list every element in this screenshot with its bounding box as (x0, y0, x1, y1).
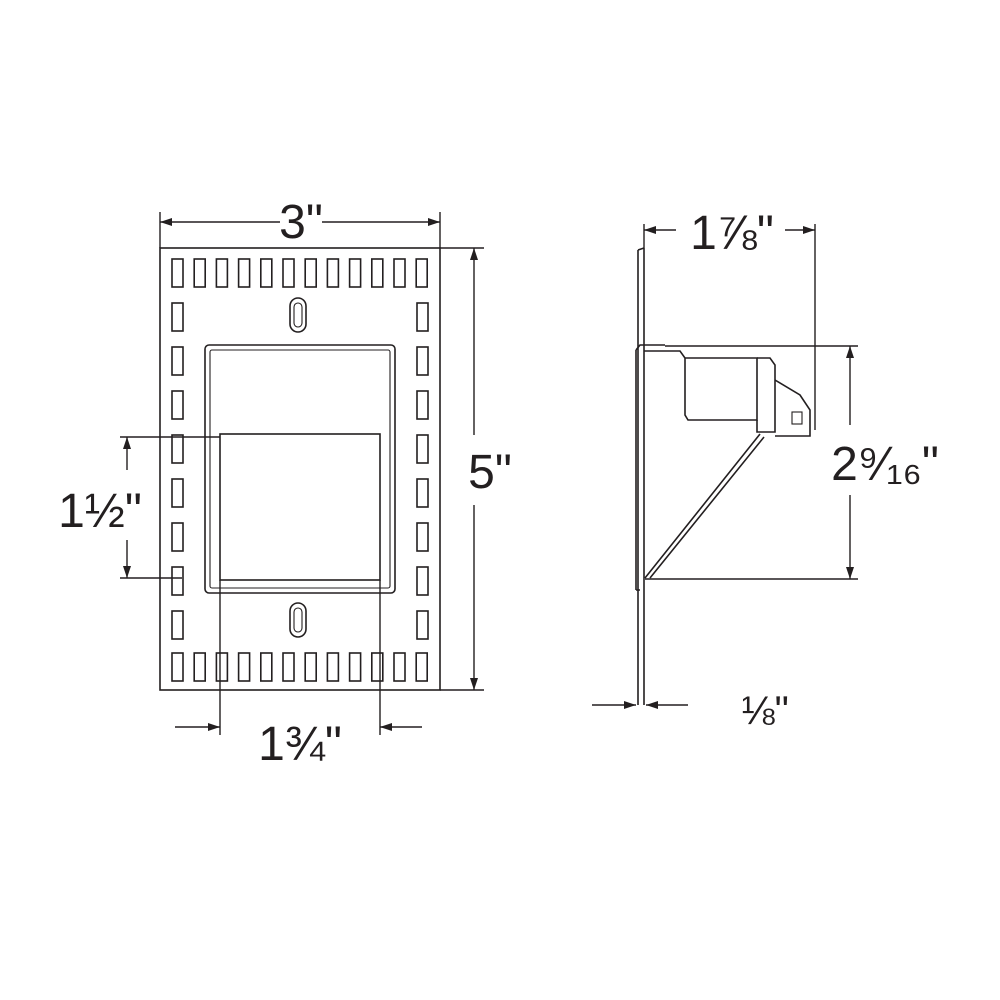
plate-slots (171, 258, 429, 682)
mounting-hole-bottom-inner (293, 607, 303, 633)
mounting-hole-top (289, 297, 307, 333)
support-strut (644, 433, 765, 579)
height-label: 5" (468, 446, 512, 499)
plate-slot (326, 258, 340, 288)
plate-slot (171, 652, 184, 682)
plate-slot (259, 652, 273, 682)
plate-slot (171, 434, 184, 464)
plate-slot (171, 302, 184, 332)
plate-slot (171, 390, 184, 420)
wall-plate-edge (637, 247, 645, 705)
plate-slot (259, 258, 273, 288)
plate-slot (215, 258, 229, 288)
plate-flange (635, 344, 665, 591)
plate-slot (304, 258, 318, 288)
plate-slot (326, 652, 340, 682)
driver-box (644, 350, 758, 421)
plate-slot (416, 610, 429, 640)
plate-slot (370, 258, 384, 288)
plate-slot (171, 258, 184, 288)
plate-slot (416, 346, 429, 376)
plate-slot (416, 522, 429, 552)
plate-slot (416, 478, 429, 508)
mounting-hole-top-inner (293, 302, 303, 328)
plate-slot (416, 434, 429, 464)
lens-width-label: 1¾" (258, 718, 342, 771)
mounting-plate (159, 247, 441, 691)
plate-slot (416, 390, 429, 420)
lens (219, 433, 381, 581)
plate-slot (348, 258, 362, 288)
lens-bracket (774, 379, 811, 437)
mounting-hole-bottom (289, 602, 307, 638)
housing-opening-inner (209, 349, 391, 589)
lamp-head (756, 357, 776, 433)
plate-slot (416, 302, 429, 332)
plate-slot (171, 610, 184, 640)
plate-slot (282, 652, 295, 682)
side-dimensions (592, 224, 858, 709)
plate-slot (171, 346, 184, 376)
plate-slot (370, 652, 384, 682)
plate-slot (171, 566, 184, 596)
plate-thickness-label: ⅛" (741, 689, 789, 733)
plate-slot (193, 258, 206, 288)
housing-opening (204, 344, 396, 594)
plate-slot (416, 566, 429, 596)
plate-slot (171, 478, 184, 508)
width-label: 3" (279, 196, 323, 249)
plate-slot (348, 652, 362, 682)
plate-slot (215, 652, 229, 682)
front-view (159, 247, 441, 691)
plate-slot (171, 522, 184, 552)
plate-slot (237, 258, 251, 288)
screw (791, 411, 803, 425)
depth-label: 1⅞" (690, 207, 774, 260)
housing-height-label: 2⁹⁄₁₆" (831, 438, 939, 491)
plate-slot (282, 258, 295, 288)
lens-height-label: 1½" (58, 485, 142, 538)
plate-slot (304, 652, 318, 682)
side-view (635, 247, 811, 705)
plate-slot (237, 652, 251, 682)
front-dimensions (120, 212, 484, 735)
plate-slot (393, 652, 406, 682)
plate-slot (393, 258, 406, 288)
plate-slot (193, 652, 206, 682)
plate-slot (415, 258, 429, 288)
plate-slot (415, 652, 429, 682)
